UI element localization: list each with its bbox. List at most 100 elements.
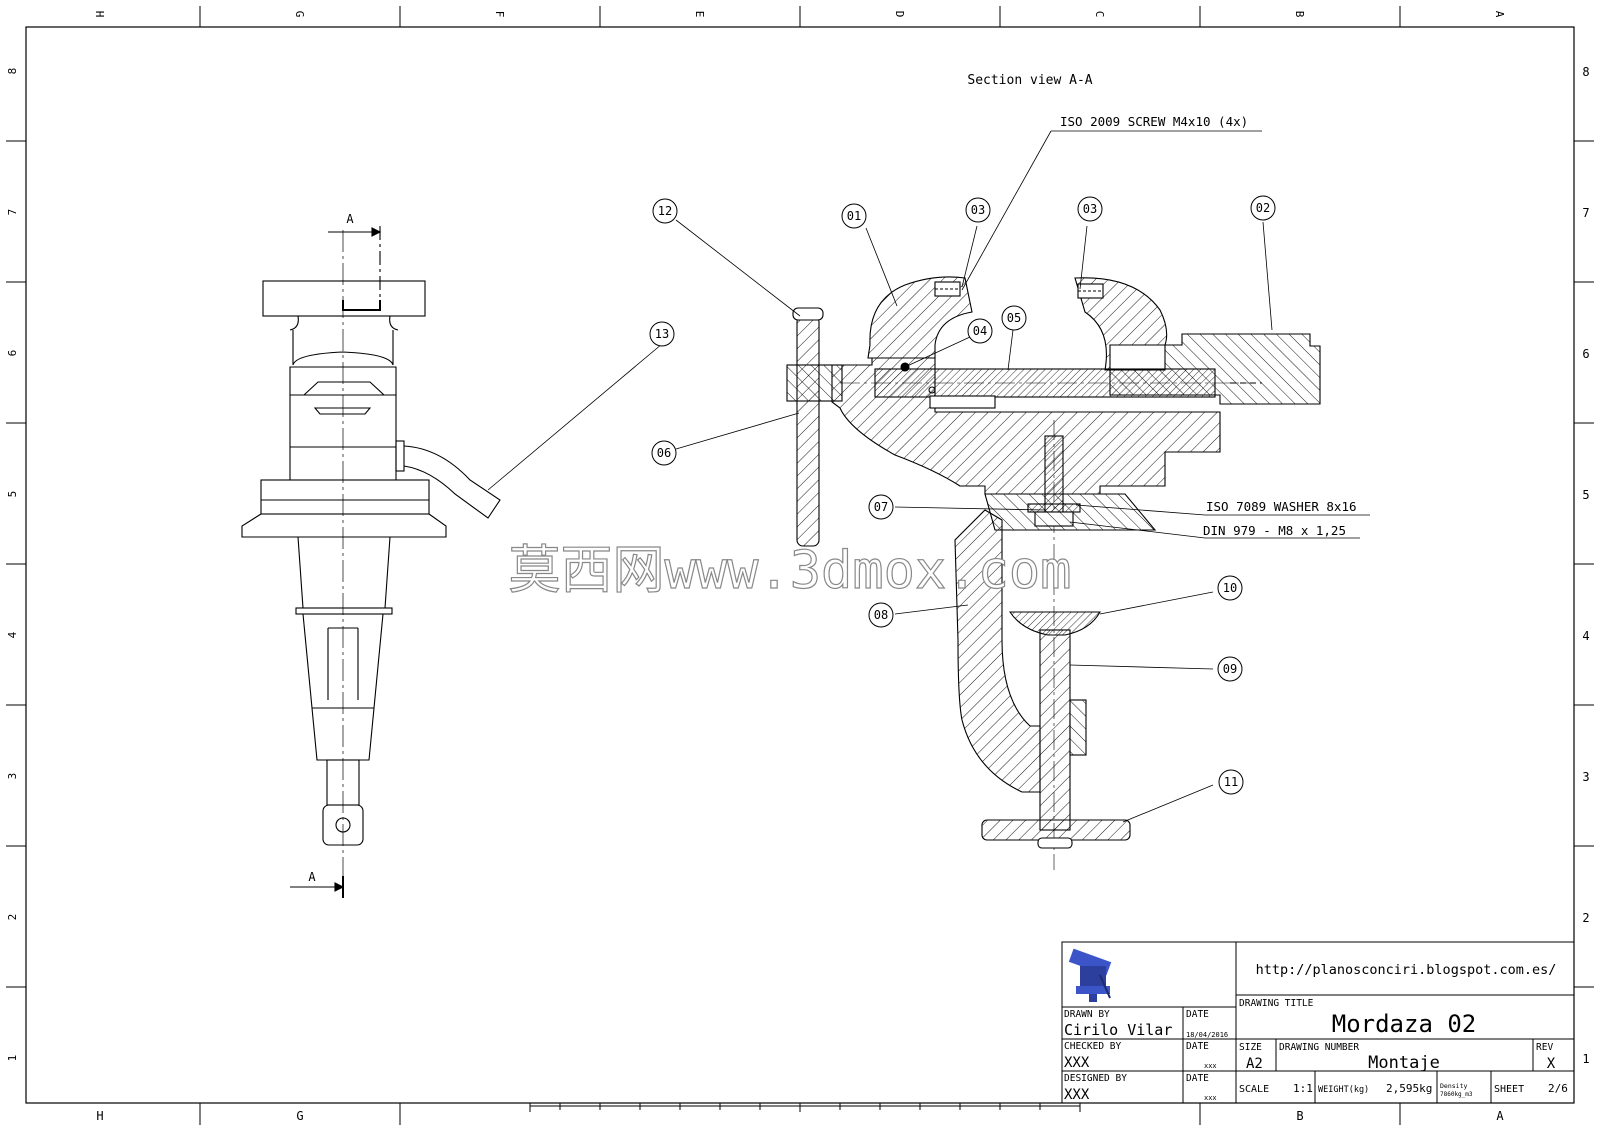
balloon-08: 08	[868, 602, 894, 628]
zone-top-c: C	[1093, 11, 1106, 18]
balloons: 12 01 03 03 02 04 05 13 06 07 08 10 09 1…	[649, 195, 1276, 795]
zone-left-5: 5	[6, 491, 19, 498]
balloon-03b: 03	[1077, 196, 1103, 222]
tb-date-2: xxx	[1204, 1062, 1217, 1070]
tb-sheet: 2/6	[1548, 1082, 1568, 1095]
tb-drawn-by-label: DRAWN BY	[1064, 1009, 1110, 1020]
watermark: 莫西网www.3dmox.com	[509, 541, 1072, 601]
tb-scale-label: SCALE	[1239, 1084, 1269, 1095]
zone-top-b: B	[1293, 11, 1306, 18]
zone-top-d: D	[893, 11, 906, 18]
note-nut: DIN 979 - M8 x 1,25	[1203, 523, 1346, 538]
zone-labels-top: H G F E D C B A	[93, 11, 1506, 18]
tb-drawing-title-label: DRAWING TITLE	[1239, 998, 1314, 1009]
tb-density-label: Density	[1440, 1082, 1467, 1090]
side-view	[241, 226, 501, 898]
title-block-text: http://planosconciri.blogspot.com.es/ DR…	[1064, 962, 1568, 1103]
tb-drawing-number-label: DRAWING NUMBER	[1279, 1042, 1359, 1053]
balloon-03a: 03	[965, 197, 991, 223]
zone-left-3: 3	[6, 773, 19, 780]
zone-bottom-a: A	[1496, 1109, 1504, 1123]
zone-right-4: 4	[1582, 629, 1589, 643]
tb-designed-by: XXX	[1064, 1087, 1090, 1103]
section-view	[786, 276, 1321, 870]
balloon-label-07: 07	[874, 500, 888, 514]
zone-left-4: 4	[6, 631, 19, 638]
balloon-label-03b: 03	[1083, 202, 1097, 216]
balloon-13: 13	[649, 321, 675, 347]
balloon-label-02: 02	[1256, 201, 1270, 215]
zone-top-e: E	[693, 11, 706, 18]
balloon-12: 12	[652, 198, 678, 224]
zone-bottom-g: G	[296, 1109, 303, 1123]
tb-checked-by-label: CHECKED BY	[1064, 1041, 1121, 1052]
zone-left-2: 2	[6, 914, 19, 921]
section-marker-bottom: A	[308, 870, 316, 884]
zone-top-h: H	[93, 11, 106, 18]
vise-logo-icon	[1068, 948, 1112, 1002]
balloon-label-03a: 03	[971, 203, 985, 217]
zone-top-f: F	[493, 11, 506, 18]
zone-left-6: 6	[6, 350, 19, 357]
tb-rev-label: REV	[1536, 1042, 1553, 1053]
balloon-07: 07	[868, 494, 894, 520]
balloon-06: 06	[651, 440, 677, 466]
tb-drawing-title: Mordaza 02	[1332, 1010, 1477, 1038]
balloon-10: 10	[1217, 575, 1243, 601]
balloon-label-10: 10	[1223, 581, 1237, 595]
note-screw: ISO 2009 SCREW M4x10 (4x)	[1060, 114, 1248, 129]
zone-bottom-h: H	[96, 1109, 103, 1123]
tb-checked-by: XXX	[1064, 1055, 1090, 1071]
title-block	[1061, 941, 1575, 1104]
balloon-label-09: 09	[1223, 662, 1237, 676]
balloon-04: 04	[967, 318, 993, 344]
zone-right-3: 3	[1582, 770, 1589, 784]
zone-right-6: 6	[1582, 347, 1589, 361]
balloon-09: 09	[1217, 656, 1243, 682]
tb-scale: 1:1	[1293, 1082, 1313, 1095]
zone-right-5: 5	[1582, 488, 1589, 502]
balloon-label-12: 12	[658, 204, 672, 218]
sheet-frame	[6, 6, 1594, 1125]
tb-url: http://planosconciri.blogspot.com.es/	[1256, 962, 1557, 978]
zone-labels-right: 8 7 6 5 4 3 2 1	[1582, 65, 1589, 1066]
tb-size: A2	[1246, 1056, 1263, 1072]
zone-top-g: G	[293, 11, 306, 18]
tb-drawing-number: Montaje	[1368, 1053, 1440, 1073]
tb-date-label-1: DATE	[1186, 1009, 1209, 1020]
balloon-02: 02	[1250, 195, 1276, 221]
balloon-label-13: 13	[655, 327, 669, 341]
tb-drawn-by: Cirilo Vilar	[1064, 1021, 1172, 1039]
note-washer: ISO 7089 WASHER 8x16	[1206, 499, 1357, 514]
leader-lines	[487, 130, 1370, 823]
zone-right-1: 1	[1582, 1052, 1589, 1066]
tb-sheet-label: SHEET	[1494, 1084, 1524, 1095]
zone-labels-left: 8 7 6 5 4 3 2 1	[6, 68, 19, 1062]
tb-size-label: SIZE	[1239, 1042, 1262, 1053]
tb-density: 7860kg_m3	[1440, 1091, 1473, 1098]
zone-top-a: A	[1493, 11, 1506, 18]
balloon-label-11: 11	[1224, 775, 1238, 789]
tb-designed-by-label: DESIGNED BY	[1064, 1073, 1127, 1084]
balloon-05: 05	[1001, 305, 1027, 331]
balloon-11: 11	[1218, 769, 1244, 795]
section-view-label: Section view A-A	[967, 73, 1092, 88]
zone-labels-bottom: H G B A	[96, 1109, 1504, 1123]
balloon-01: 01	[841, 203, 867, 229]
tb-date-3: xxx	[1204, 1094, 1217, 1102]
tb-date-label-2: DATE	[1186, 1041, 1209, 1052]
balloon-label-06: 06	[657, 446, 671, 460]
balloon-label-01: 01	[847, 209, 861, 223]
zone-bottom-b: B	[1296, 1109, 1303, 1123]
tb-weight: 2,595kg	[1386, 1082, 1432, 1095]
tb-rev: X	[1547, 1056, 1556, 1072]
zone-right-7: 7	[1582, 206, 1589, 220]
zone-left-1: 1	[6, 1055, 19, 1062]
balloon-label-08: 08	[874, 608, 888, 622]
tb-date-label-3: DATE	[1186, 1073, 1209, 1084]
zone-right-8: 8	[1582, 65, 1589, 79]
section-marker-top: A	[346, 212, 354, 226]
tb-weight-label: WEIGHT(kg)	[1318, 1085, 1369, 1095]
zone-left-7: 7	[6, 209, 19, 216]
